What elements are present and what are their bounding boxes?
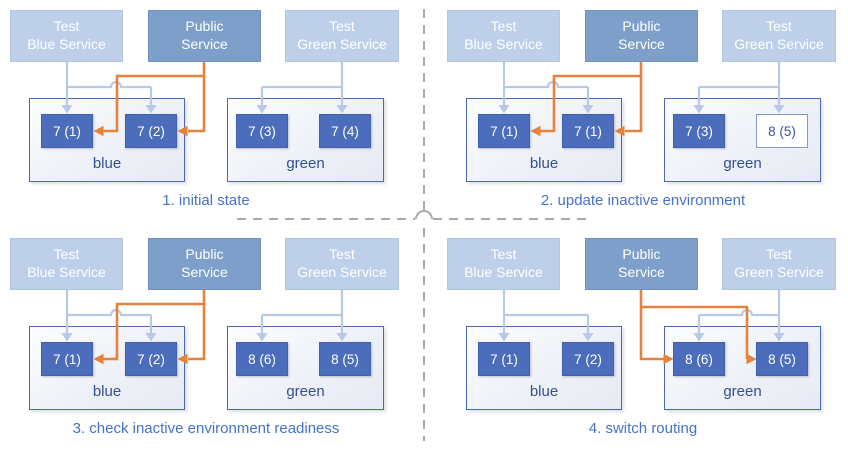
connector-lines <box>61 62 348 137</box>
connector-lines <box>61 290 348 365</box>
quadrant-initial-state: Test Blue Service Public Service Test Gr… <box>0 0 424 228</box>
green-pod-2: 8 (5) <box>756 114 808 148</box>
down-arrowhead-icon <box>336 105 348 114</box>
test-green-service-box: Test Green Service <box>285 238 399 290</box>
green-pod-2: 8 (5) <box>319 342 371 376</box>
down-arrowhead-icon <box>693 105 705 114</box>
test-blue-service-box: Test Blue Service <box>10 238 123 290</box>
public-service-box: Public Service <box>148 238 261 290</box>
connector-lines <box>498 62 785 137</box>
down-arrowhead-icon <box>498 105 510 114</box>
quadrant-update-inactive: Test Blue Service Public Service Test Gr… <box>424 0 848 228</box>
step-caption: 3. check inactive environment readiness <box>72 420 340 437</box>
blue-pod-2: 7 (2) <box>125 114 177 148</box>
left-arrowhead-icon <box>614 125 625 137</box>
down-arrowhead-icon <box>582 333 594 342</box>
quadrant-content: Test Blue Service Public Service Test Gr… <box>437 228 848 456</box>
down-arrowhead-icon <box>498 333 510 342</box>
green-pod-2: 7 (4) <box>319 114 371 148</box>
blue-environment-label: blue <box>92 155 122 172</box>
down-arrowhead-icon <box>256 105 268 114</box>
left-arrowhead-icon <box>93 353 104 365</box>
quadrant-check-readiness: Test Blue Service Public Service Test Gr… <box>0 228 424 456</box>
blue-pod-1: 7 (1) <box>41 342 93 376</box>
connector-lines <box>498 290 785 365</box>
blue-pod-2: 7 (2) <box>125 342 177 376</box>
green-environment-label: green <box>286 383 325 400</box>
step-caption: 1. initial state <box>162 192 250 209</box>
down-arrowhead-icon <box>773 105 785 114</box>
left-arrowhead-icon <box>530 125 541 137</box>
step-caption: 4. switch routing <box>588 420 698 437</box>
left-arrowhead-icon <box>93 125 104 137</box>
public-route-connector-line <box>103 62 206 133</box>
test-blue-service-box: Test Blue Service <box>447 10 560 62</box>
down-arrowhead-icon <box>145 333 157 342</box>
green-pod-1: 8 (6) <box>673 342 725 376</box>
blue-environment-label: blue <box>92 383 122 400</box>
down-arrowhead-icon <box>582 105 594 114</box>
blue-pod-1: 7 (1) <box>478 342 530 376</box>
down-arrowhead-icon <box>336 333 348 342</box>
left-arrowhead-icon <box>177 125 188 137</box>
green-pod-1: 7 (3) <box>673 114 725 148</box>
test-green-service-box: Test Green Service <box>722 10 836 62</box>
quadrant-content: Test Blue Service Public Service Test Gr… <box>0 228 424 456</box>
test-green-service-box: Test Green Service <box>722 238 836 290</box>
public-route-connector-line <box>103 290 206 361</box>
right-arrowhead-icon <box>746 353 757 365</box>
public-route-connector-line <box>639 290 749 361</box>
green-pod-1: 7 (3) <box>236 114 288 148</box>
blue-environment-label: blue <box>529 155 559 172</box>
blue-pod-2: 7 (1) <box>562 114 614 148</box>
green-environment-label: green <box>723 155 762 172</box>
test-blue-service-box: Test Blue Service <box>10 10 123 62</box>
blue-pod-1: 7 (1) <box>478 114 530 148</box>
blue-pod-2: 7 (2) <box>562 342 614 376</box>
public-service-box: Public Service <box>585 10 698 62</box>
down-arrowhead-icon <box>256 333 268 342</box>
quadrant-content: Test Blue Service Public Service Test Gr… <box>0 0 424 228</box>
green-pod-2: 8 (5) <box>756 342 808 376</box>
step-caption: 2. update inactive environment <box>540 192 746 209</box>
public-service-box: Public Service <box>148 10 261 62</box>
test-green-service-box: Test Green Service <box>285 10 399 62</box>
down-arrowhead-icon <box>145 105 157 114</box>
green-pod-1: 8 (6) <box>236 342 288 376</box>
down-arrowhead-icon <box>693 333 705 342</box>
public-route-connector-line <box>540 62 643 133</box>
down-arrowhead-icon <box>773 333 785 342</box>
blue-environment-label: blue <box>529 383 559 400</box>
blue-pod-1: 7 (1) <box>41 114 93 148</box>
green-environment-label: green <box>286 155 325 172</box>
left-arrowhead-icon <box>177 353 188 365</box>
quadrant-content: Test Blue Service Public Service Test Gr… <box>437 0 848 228</box>
green-environment-label: green <box>723 383 762 400</box>
test-blue-service-box: Test Blue Service <box>447 238 560 290</box>
right-arrowhead-icon <box>663 353 674 365</box>
down-arrowhead-icon <box>61 333 73 342</box>
public-service-box: Public Service <box>585 238 698 290</box>
test-service-connector-line <box>502 290 781 334</box>
quadrant-switch-routing: Test Blue Service Public Service Test Gr… <box>424 228 848 456</box>
down-arrowhead-icon <box>61 105 73 114</box>
